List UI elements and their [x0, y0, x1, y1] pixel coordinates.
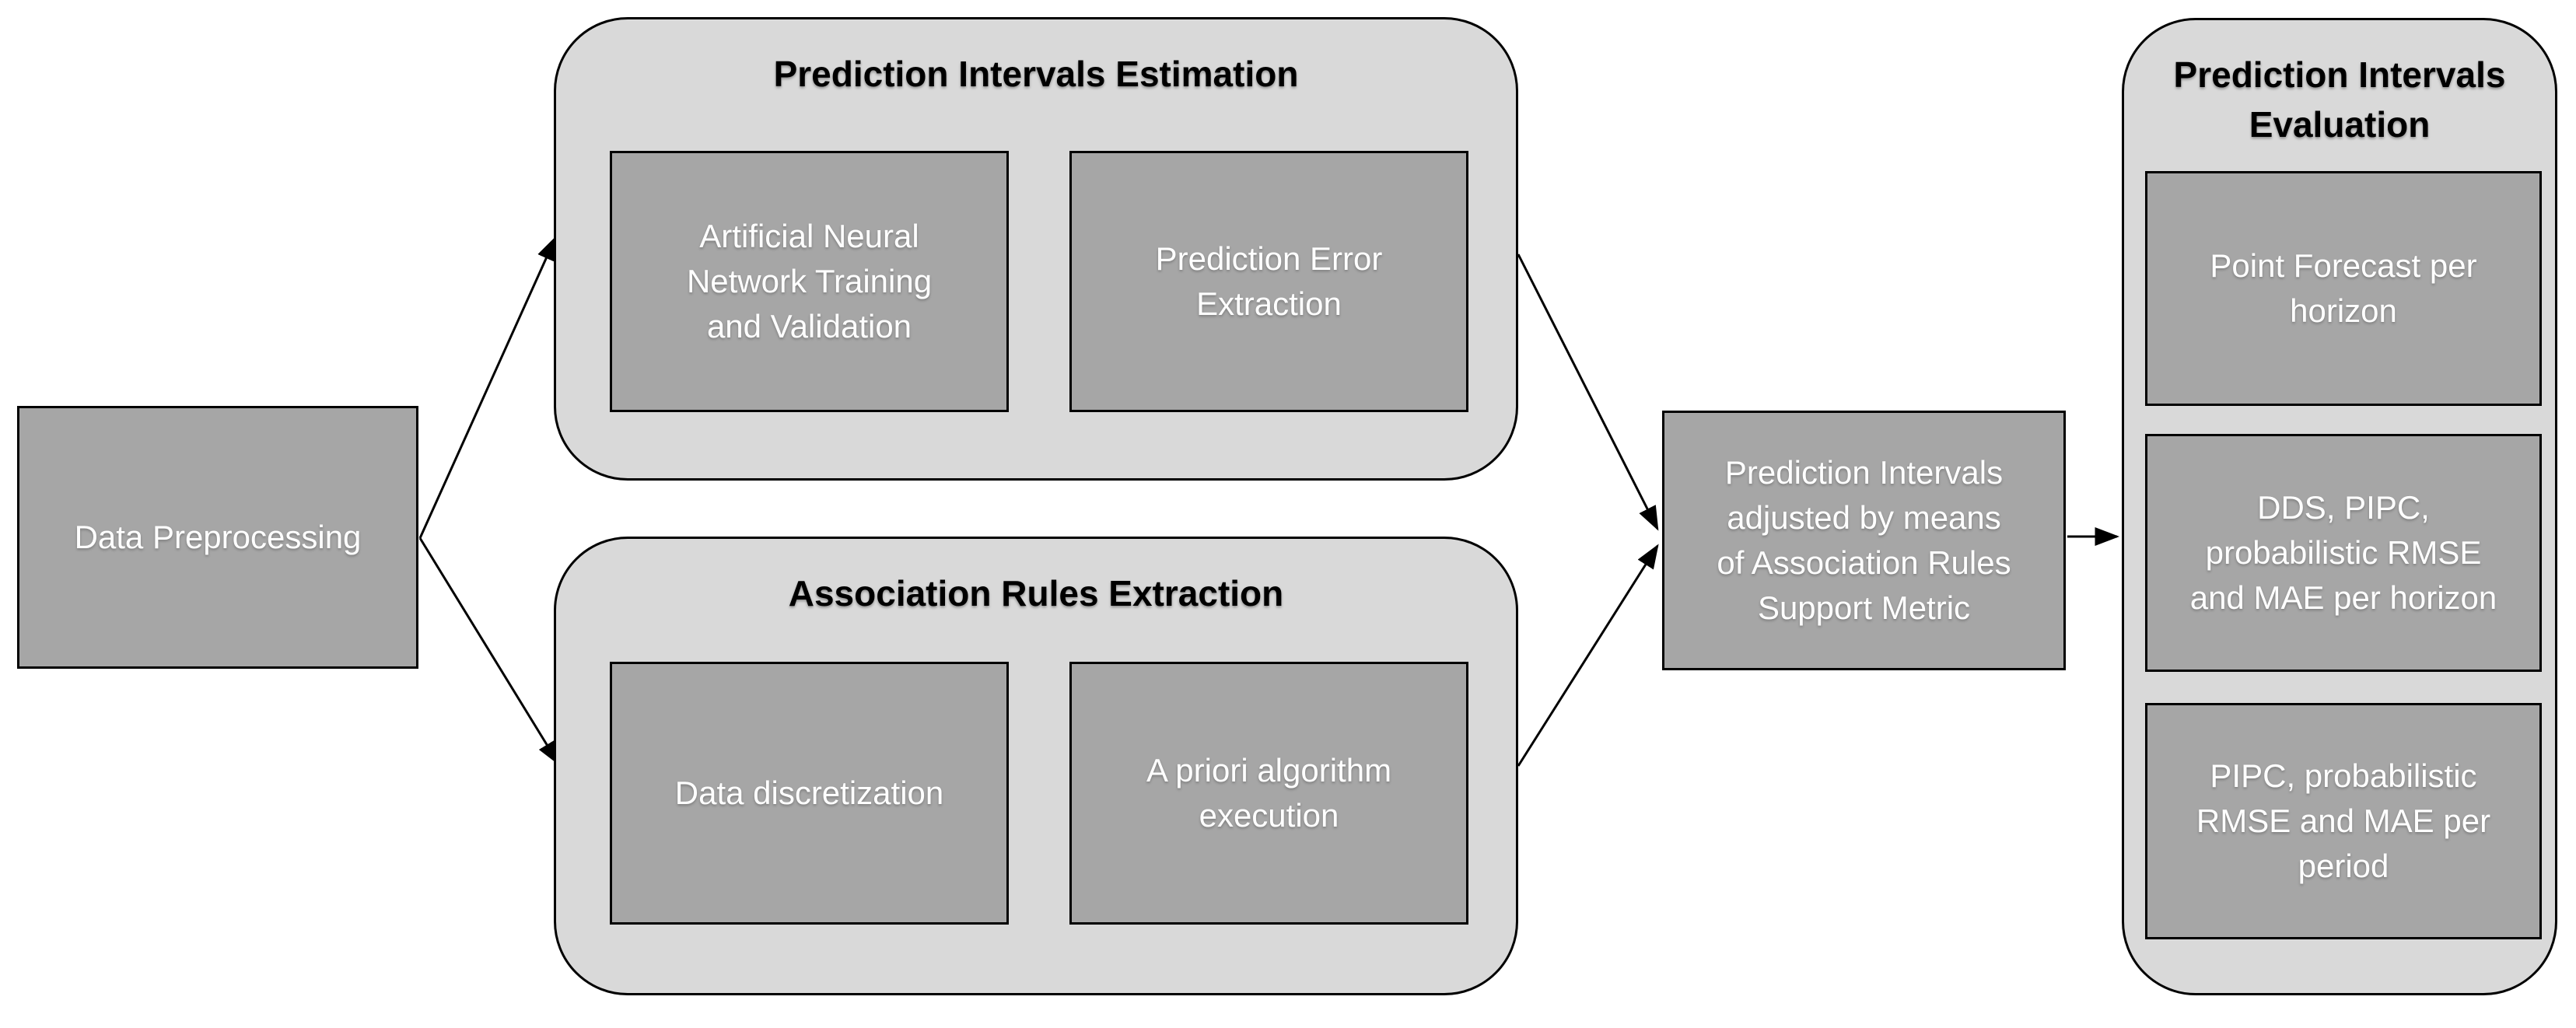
node-data-preprocessing-label: Data Preprocessing: [74, 519, 362, 555]
node-data-discretization: Data discretization: [610, 662, 1009, 925]
node-point-forecast-per-horizon-label: Point Forecast per horizon: [2210, 247, 2477, 329]
arrow-association-to-adjusted: [1517, 544, 1659, 767]
node-dds-pipc-rmse-mae-horizon-label: DDS, PIPC, probabilistic RMSE and MAE pe…: [2189, 489, 2497, 616]
node-ann-training-validation-label: Artificial Neural Network Training and V…: [686, 218, 933, 344]
node-data-discretization-label: Data discretization: [674, 774, 944, 811]
group-association-rules-extraction: Association Rules Extraction Data discre…: [554, 537, 1518, 995]
node-prediction-error-extraction: Prediction Error Extraction: [1069, 151, 1468, 412]
arrow-preprocessing-to-estimation: [418, 236, 557, 539]
node-data-preprocessing: Data Preprocessing: [17, 406, 418, 669]
node-prediction-intervals-adjusted: Prediction Intervals adjusted by means o…: [1662, 411, 2066, 670]
node-apriori-algorithm-execution: A priori algorithm execution: [1069, 662, 1468, 925]
node-prediction-error-extraction-label: Prediction Error Extraction: [1155, 240, 1383, 322]
node-ann-training-validation: Artificial Neural Network Training and V…: [610, 151, 1009, 412]
node-point-forecast-per-horizon: Point Forecast per horizon: [2145, 171, 2542, 406]
node-prediction-intervals-adjusted-label: Prediction Intervals adjusted by means o…: [1717, 454, 2011, 626]
node-pipc-rmse-mae-period-label: PIPC, probabilistic RMSE and MAE per per…: [2196, 757, 2491, 884]
group-estimation-title: Prediction Intervals Estimation: [773, 54, 1299, 94]
node-pipc-rmse-mae-period: PIPC, probabilistic RMSE and MAE per per…: [2145, 703, 2542, 939]
group-association-title: Association Rules Extraction: [788, 573, 1284, 614]
node-apriori-algorithm-execution-label: A priori algorithm execution: [1146, 752, 1392, 834]
arrow-estimation-to-adjusted: [1517, 254, 1659, 531]
group-prediction-intervals-estimation: Prediction Intervals Estimation Artifici…: [554, 17, 1518, 481]
arrow-preprocessing-to-association: [418, 537, 560, 766]
node-dds-pipc-rmse-mae-horizon: DDS, PIPC, probabilistic RMSE and MAE pe…: [2145, 434, 2542, 672]
group-prediction-intervals-evaluation: Prediction Intervals Evaluation Point Fo…: [2122, 18, 2557, 995]
group-evaluation-title: Prediction Intervals Evaluation: [2173, 54, 2506, 145]
